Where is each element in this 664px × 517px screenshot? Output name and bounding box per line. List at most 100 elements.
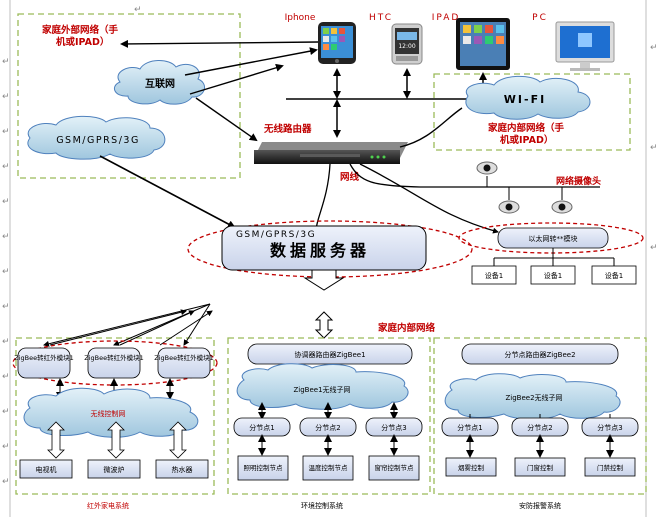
internet-label: 互联网: [145, 77, 175, 90]
env-system-box: [227, 337, 431, 495]
server-down-arrow: [303, 269, 345, 291]
device-box: [471, 265, 517, 285]
svg-text:↵: ↵: [2, 232, 10, 242]
pc-label: PC: [532, 13, 548, 23]
svg-text:↵: ↵: [2, 337, 10, 347]
svg-text:↵: ↵: [650, 43, 658, 53]
ipad-label: IPAD: [432, 13, 461, 23]
svg-text:↵: ↵: [134, 5, 142, 15]
env-cloud: ZigBee1无线子网: [236, 363, 409, 410]
env-cloud-label: ZigBee1无线子网: [293, 385, 350, 394]
wan-module-label: 以太网转**模块: [529, 234, 578, 243]
svg-text:↵: ↵: [2, 372, 10, 382]
camera-icon: [498, 200, 520, 214]
svg-text:↵: ↵: [2, 407, 10, 417]
security-node-label: 分节点3: [597, 423, 622, 432]
camera-icon: [476, 161, 498, 175]
router-wifi-link: [399, 107, 463, 148]
infrared-cloud-label: 无线控制网: [91, 409, 126, 418]
gsm-label: GSM/GPRS/3G: [56, 135, 140, 146]
home-internal-label: 家庭内部网络: [378, 322, 436, 334]
security-control-box: [445, 457, 497, 477]
infrared-system-title: 红外家电系统: [87, 501, 129, 510]
svg-text:↵: ↵: [2, 162, 10, 172]
wifi-label: WI-FI: [504, 93, 546, 106]
iphone-label: Iphone: [285, 13, 316, 23]
env-control-label: 窗帘控制节点: [375, 463, 415, 472]
htc-label: HTC: [369, 13, 393, 23]
zigbee-infrared-module: [17, 347, 71, 379]
iphone-icon: [318, 22, 356, 64]
env-system-title: 环境控制系统: [301, 501, 343, 510]
appliance-label: 电视机: [36, 465, 57, 474]
router-label: 无线路由器: [263, 123, 312, 135]
env-control-label: 照明控制节点: [244, 463, 284, 472]
security-system-title: 安防报警系统: [519, 501, 561, 510]
external-network-title-1: 家庭外部网络（手: [42, 24, 119, 36]
internet-to-iphone-link: [184, 47, 318, 76]
external-network-title-2: 机或IPAD）: [56, 36, 109, 48]
env-node-label: 分节点1: [249, 423, 274, 432]
device-label: 设备1: [485, 271, 503, 280]
wireless-router-icon: [254, 142, 408, 164]
env-control-label: 温度控制节点: [309, 463, 349, 472]
appliance-box: [19, 459, 73, 479]
internal-network-title-1: 家庭内部网络（手: [488, 122, 565, 134]
security-router-box: [461, 343, 619, 365]
security-cloud-label: ZigBee2无线子网: [505, 393, 562, 402]
server-title: 数据服务器: [270, 241, 370, 260]
zigbee-infrared-module: [157, 347, 211, 379]
svg-text:↵: ↵: [650, 243, 658, 253]
svg-text:↵: ↵: [2, 92, 10, 102]
server-to-systems-arrow: [314, 311, 334, 339]
env-control-box: [237, 455, 289, 481]
security-control-box: [584, 457, 636, 477]
security-system-box: [433, 337, 647, 495]
internal-network-title-2: 机或IPAD）: [500, 134, 553, 146]
router-to-module-link: [359, 163, 499, 234]
paragraph-marks: ↵↵↵ ↵↵↵ ↵↵↵ ↵↵↵ ↵↵ ↵↵↵: [2, 5, 658, 487]
camera-icon: [551, 200, 573, 214]
ethernet-label: 网线: [340, 171, 360, 183]
zigbee-infrared-module: [87, 347, 141, 379]
security-control-label: 烟雾控制: [458, 463, 485, 472]
gsm-cloud: GSM/GPRS/3G: [27, 115, 166, 160]
device-label: 设备1: [544, 271, 562, 280]
internet-to-phones-link: [189, 63, 284, 95]
svg-text:↵: ↵: [2, 57, 10, 67]
server-gsm-label: GSM/GPRS/3G: [236, 230, 316, 240]
svg-text:↵: ↵: [650, 143, 658, 153]
wan-module-highlight: [458, 222, 644, 254]
security-control-label: 门窗控制: [527, 463, 554, 472]
wifi-cloud: WI-FI: [465, 75, 591, 120]
appliance-box: [87, 459, 141, 479]
internal-network-box: [433, 73, 631, 151]
external-network-box: [17, 13, 241, 179]
internet-cloud: 互联网: [113, 60, 206, 105]
appliance-label: 微波炉: [104, 465, 125, 474]
env-router-label: 协调器路由器ZigBee1: [294, 350, 365, 359]
htc-phone-icon: 12:00: [391, 23, 423, 65]
env-node-label: 分节点3: [381, 423, 406, 432]
env-node-label: 分节点2: [315, 423, 340, 432]
security-node-label: 分节点1: [457, 423, 482, 432]
camera-label: 网络摄像头: [556, 175, 601, 187]
gsm-to-server-link: [99, 155, 236, 228]
svg-text:↵: ↵: [2, 477, 10, 487]
appliance-box: [155, 459, 209, 479]
pc-monitor-icon: [555, 21, 615, 71]
security-control-box: [514, 457, 566, 477]
svg-text:↵: ↵: [2, 267, 10, 277]
appliance-label: 热水器: [172, 465, 193, 474]
internet-to-router-link: [195, 97, 258, 142]
device-box: [530, 265, 576, 285]
module-label: ZigBee转红外模块1: [154, 353, 213, 362]
router-to-camera-link: [349, 163, 421, 188]
security-cloud: ZigBee2无线子网: [444, 373, 621, 420]
security-control-label: 门禁控制: [597, 463, 624, 472]
security-node-label: 分节点2: [527, 423, 552, 432]
device-box: [591, 265, 637, 285]
svg-text:↵: ↵: [2, 302, 10, 312]
